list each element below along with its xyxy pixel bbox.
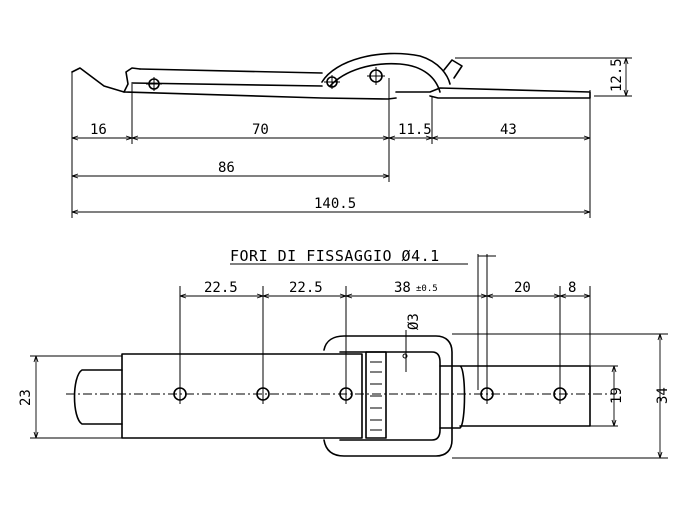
top-left-tab	[73, 369, 123, 425]
dim-8: 8	[568, 280, 576, 296]
top-view	[30, 254, 668, 459]
dim-pin-diameter: Ø3	[406, 313, 422, 330]
dim-38: 38	[394, 280, 411, 296]
dim-43: 43	[500, 122, 517, 138]
dim-38-tolerance: ±0.5	[416, 284, 438, 294]
dim-70: 70	[252, 122, 269, 138]
top-pin	[402, 353, 408, 359]
top-main-body	[121, 353, 363, 439]
dim-19: 19	[609, 387, 625, 404]
side-lever-tab	[443, 59, 463, 79]
top-lever-frame-outer	[323, 335, 453, 457]
side-right-strip	[395, 87, 591, 99]
top-lever-frame-inner	[339, 351, 441, 441]
dim-34: 34	[655, 387, 671, 404]
drawing-title: FORI DI FISSAGGIO Ø4.1	[230, 247, 440, 265]
dim-12-5: 12.5	[609, 58, 625, 92]
dim-20: 20	[514, 280, 531, 296]
dim-23: 23	[18, 389, 34, 406]
side-view	[71, 52, 632, 218]
dim-22-5-a: 22.5	[204, 280, 238, 296]
side-lever-arc	[321, 52, 451, 93]
top-dimensions	[33, 255, 663, 459]
side-upper-plate	[131, 68, 323, 87]
dim-86: 86	[218, 160, 235, 176]
side-left-hook	[71, 67, 141, 93]
side-dimensions	[71, 57, 629, 215]
side-lower-plate	[123, 91, 397, 100]
dim-140-5: 140.5	[314, 196, 356, 212]
dim-16: 16	[90, 122, 107, 138]
dim-11-5: 11.5	[398, 122, 432, 138]
dim-22-5-b: 22.5	[289, 280, 323, 296]
top-right-strip	[439, 365, 591, 429]
top-roller	[365, 351, 387, 439]
